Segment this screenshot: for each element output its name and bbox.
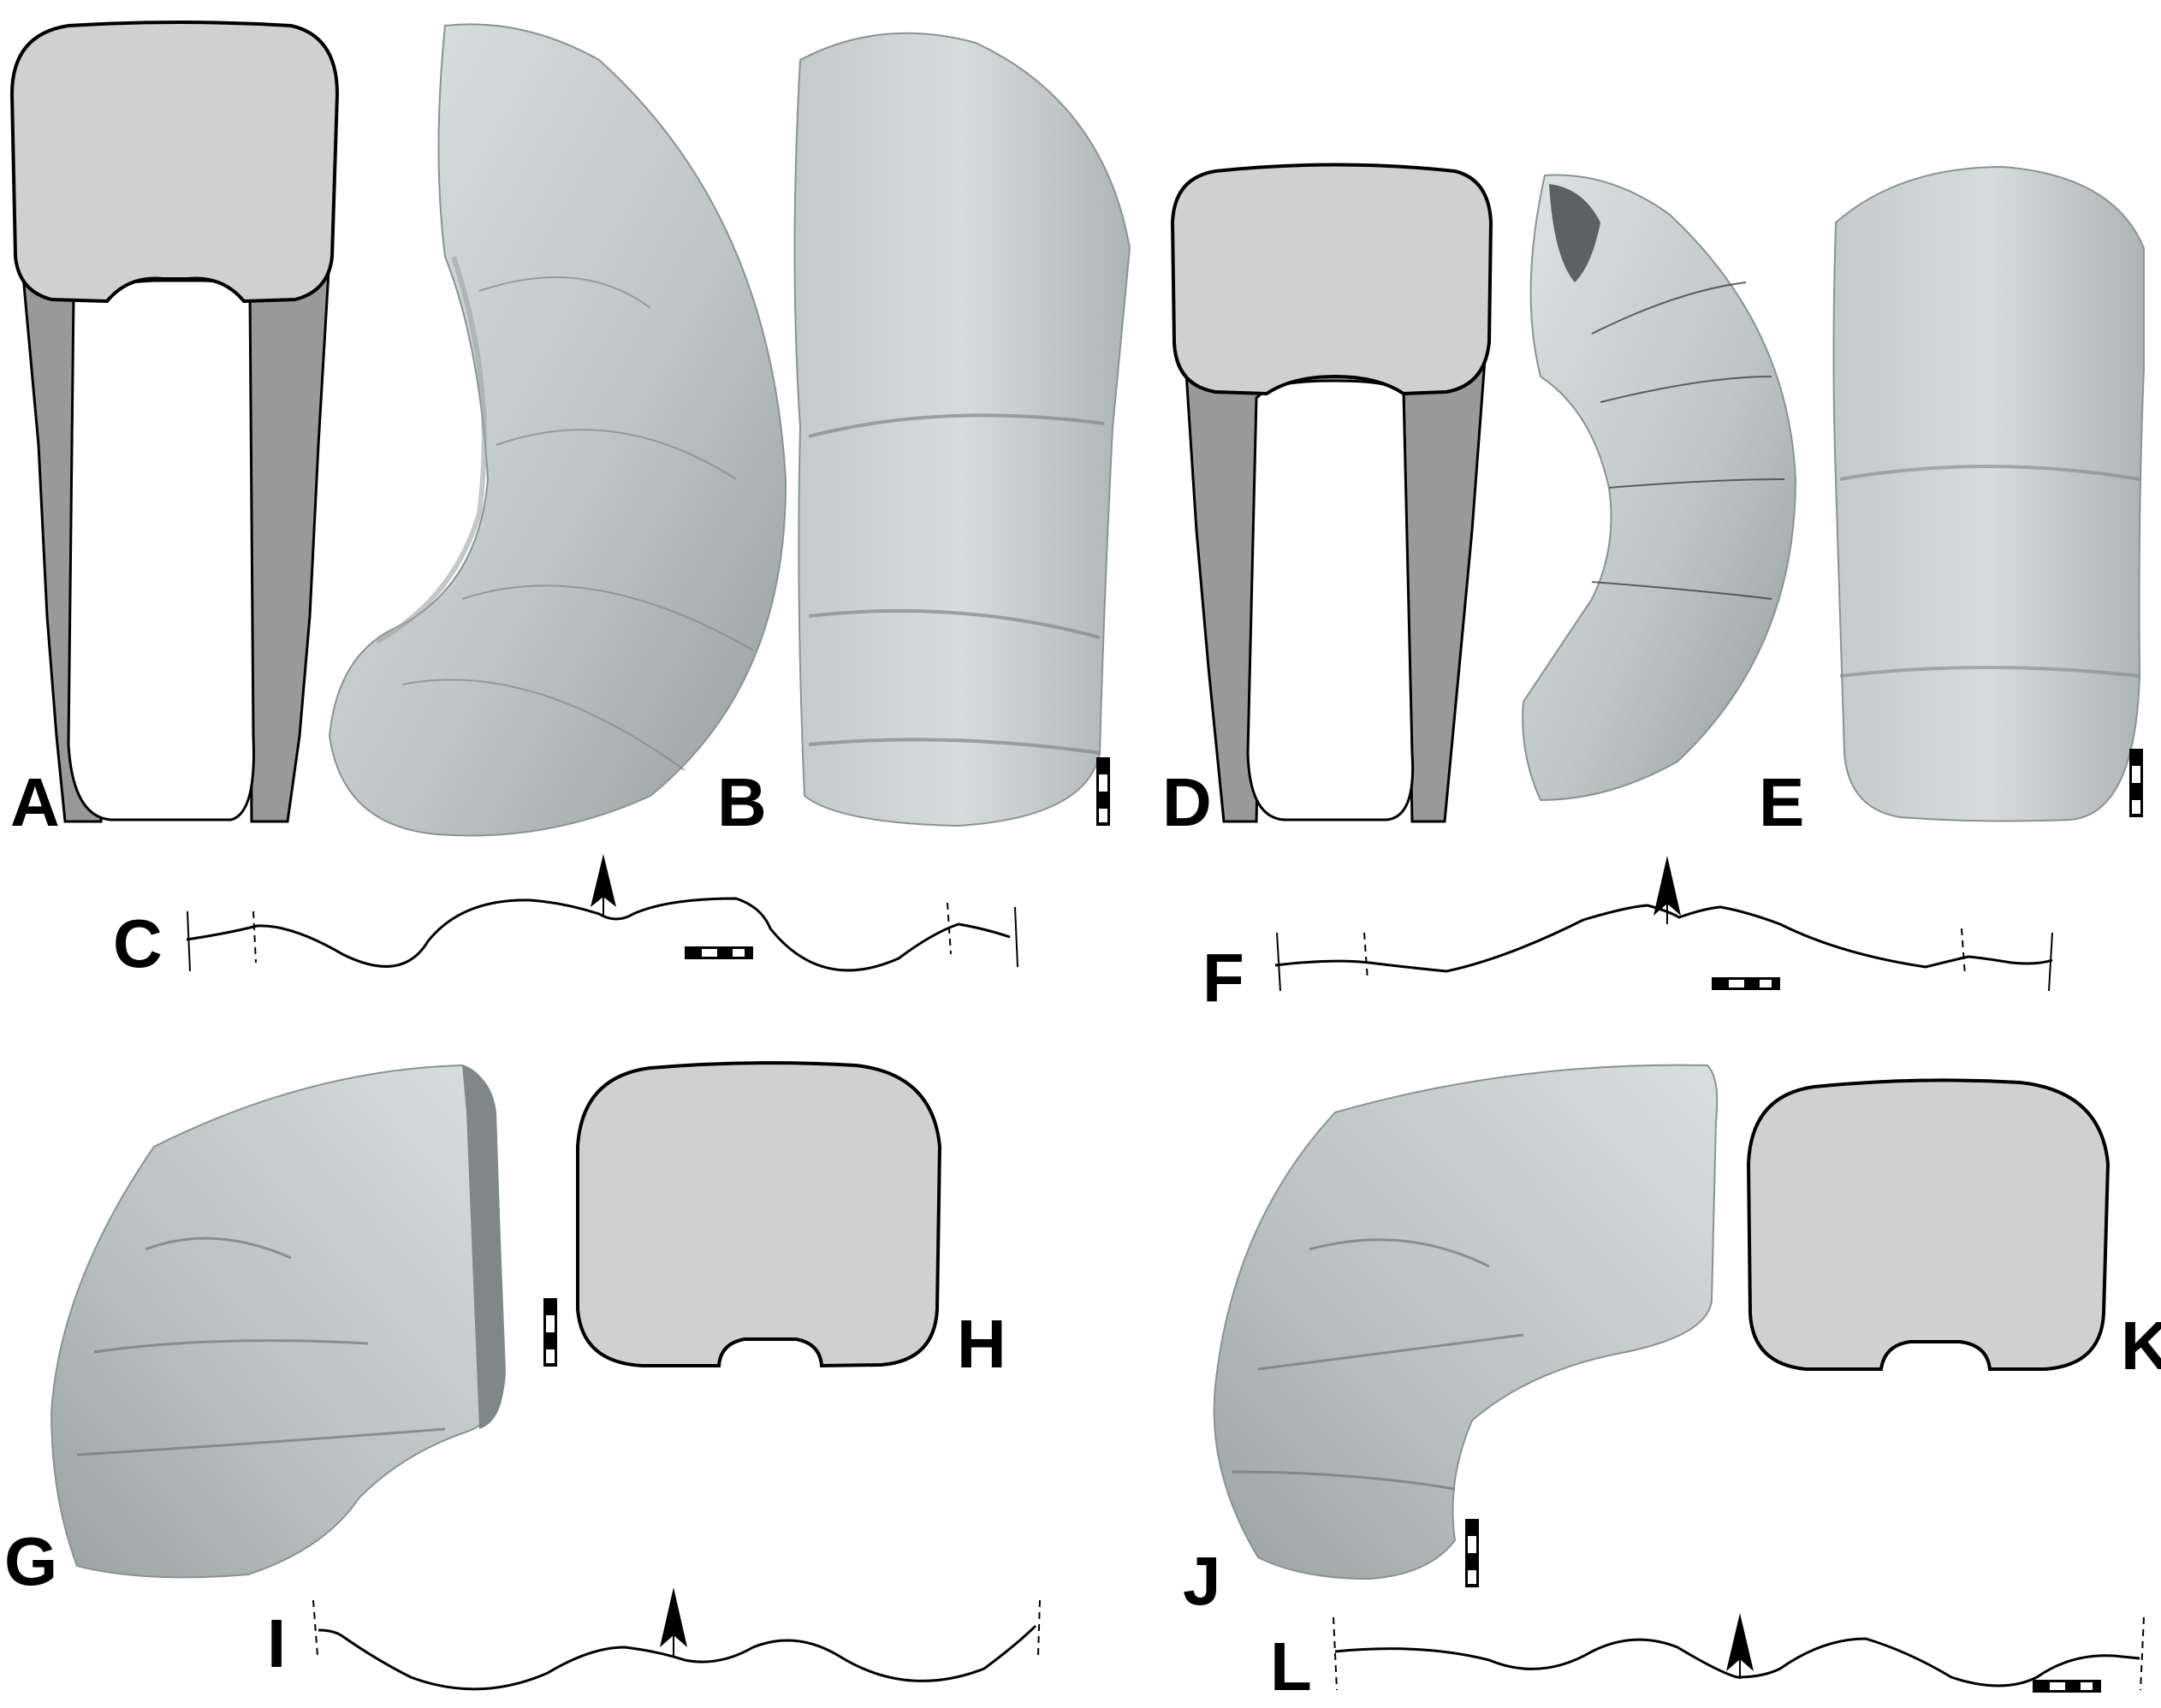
rib-line [1839, 465, 2140, 678]
umbilical-cavity [1246, 379, 1415, 821]
panel-k-whorl-section [1746, 1078, 2111, 1371]
panel-f-suture [1274, 856, 2053, 992]
panel-label-c: C [113, 905, 163, 982]
panel-c-suture [186, 854, 1018, 972]
scale-bar-icon [685, 946, 753, 959]
suture-line [318, 1624, 1037, 1691]
arrow-up-icon [660, 1587, 687, 1656]
panel-h-whorl-section [576, 1061, 942, 1368]
panel-b-specimen-photo [328, 23, 787, 837]
panel-label-g: G [4, 1523, 57, 1599]
suture-trace [76, 1237, 446, 1456]
panel-l-suture [1333, 1613, 2145, 1693]
panel-b-ventral-view [793, 32, 1131, 827]
scale-bar-icon [1096, 757, 1110, 826]
umbilical-edge [375, 256, 487, 644]
suture-trace [401, 276, 754, 771]
rib-line [808, 413, 1105, 755]
panel-i-suture [312, 1587, 1041, 1691]
panel-label-i: I [267, 1605, 286, 1681]
specimen-shell [1522, 174, 1797, 802]
panel-label-f: F [1202, 940, 1244, 1016]
specimen-venter [793, 32, 1131, 827]
panel-label-h: H [957, 1306, 1006, 1382]
whorl-section [9, 21, 340, 304]
arrow-up-icon [1726, 1613, 1754, 1679]
panel-label-j: J [1183, 1543, 1221, 1619]
specimen-shell [328, 23, 787, 837]
scale-bar-icon [2129, 749, 2143, 817]
panel-j-specimen-photo [1213, 1064, 1719, 1580]
panel-label-e: E [1759, 764, 1804, 840]
umbilical-cavity [67, 279, 255, 821]
scale-bar-icon [2033, 1680, 2101, 1693]
specimen-shell [1213, 1064, 1719, 1580]
suture-line [1334, 1637, 2140, 1687]
panel-a-whorl-section [9, 21, 340, 823]
specimen-venter [1832, 165, 2145, 822]
suture-line [186, 897, 1011, 972]
panel-e-ventral-view [1832, 165, 2145, 822]
scale-bar-icon [543, 1298, 557, 1367]
whorl-section [1170, 163, 1493, 396]
panel-label-b: B [717, 764, 767, 840]
whorl-section [576, 1061, 942, 1368]
scale-bar-icon [1712, 977, 1780, 990]
specimen-shell [50, 1064, 507, 1579]
panel-label-a: A [10, 764, 60, 840]
arrow-up-icon [591, 854, 616, 916]
panel-label-k: K [2121, 1308, 2161, 1384]
arrow-up-icon [1653, 856, 1681, 924]
panel-e-specimen-photo [1522, 174, 1797, 802]
suture-trace [1591, 282, 1785, 600]
panel-label-l: L [1270, 1628, 1312, 1705]
panel-d-whorl-section [1170, 163, 1493, 823]
aperture-dark [1549, 184, 1600, 282]
panel-g-specimen-photo [50, 1064, 507, 1579]
whorl-section [1746, 1078, 2111, 1371]
panel-label-d: D [1162, 764, 1212, 840]
aperture-edge [462, 1065, 505, 1429]
suture-trace [1232, 1238, 1524, 1491]
suture-line [1274, 904, 2053, 973]
scale-bar-icon [1465, 1519, 1479, 1587]
